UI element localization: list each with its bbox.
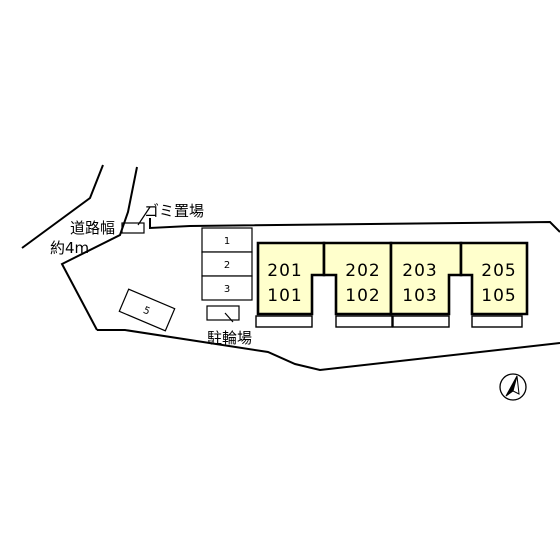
garbage-station: [121, 222, 145, 234]
parking-space-1: [201, 227, 253, 253]
balcony-203: [392, 315, 450, 328]
parking-label-1: 1: [224, 236, 230, 247]
room-103: 103: [402, 286, 437, 306]
site-boundary: [149, 218, 560, 233]
parking-label-5: 5: [141, 305, 151, 318]
parking-space-3: [201, 275, 253, 301]
room-102: 102: [345, 286, 380, 306]
room-105: 105: [481, 286, 516, 306]
site-boundary-lower: [97, 329, 560, 372]
road-width-value: 約4m: [50, 239, 89, 257]
parking-label-2: 2: [224, 260, 230, 271]
road-edge-right: [60, 166, 138, 331]
garbage-leader: [137, 206, 151, 226]
unit-205-105: [459, 241, 529, 316]
garbage-label: ゴミ置場: [144, 202, 204, 220]
balcony-201: [255, 315, 313, 328]
balcony-205: [471, 315, 523, 328]
room-203: 203: [402, 261, 437, 281]
parking-space-5-group: 5: [118, 288, 176, 332]
room-201: 201: [267, 261, 302, 281]
bicycle-label: 駐輪場: [207, 329, 252, 347]
bicycle-leader: [224, 312, 234, 323]
room-202: 202: [345, 261, 380, 281]
balcony-202: [335, 315, 393, 328]
parking-space-5: [118, 288, 176, 332]
room-101: 101: [267, 286, 302, 306]
road-edge-left: [21, 164, 104, 249]
parking-label-3: 3: [224, 284, 230, 295]
bicycle-parking: [206, 305, 240, 321]
north-arrow-icon: [499, 373, 527, 401]
road-width-label: 道路幅: [70, 219, 115, 237]
room-205: 205: [481, 261, 516, 281]
